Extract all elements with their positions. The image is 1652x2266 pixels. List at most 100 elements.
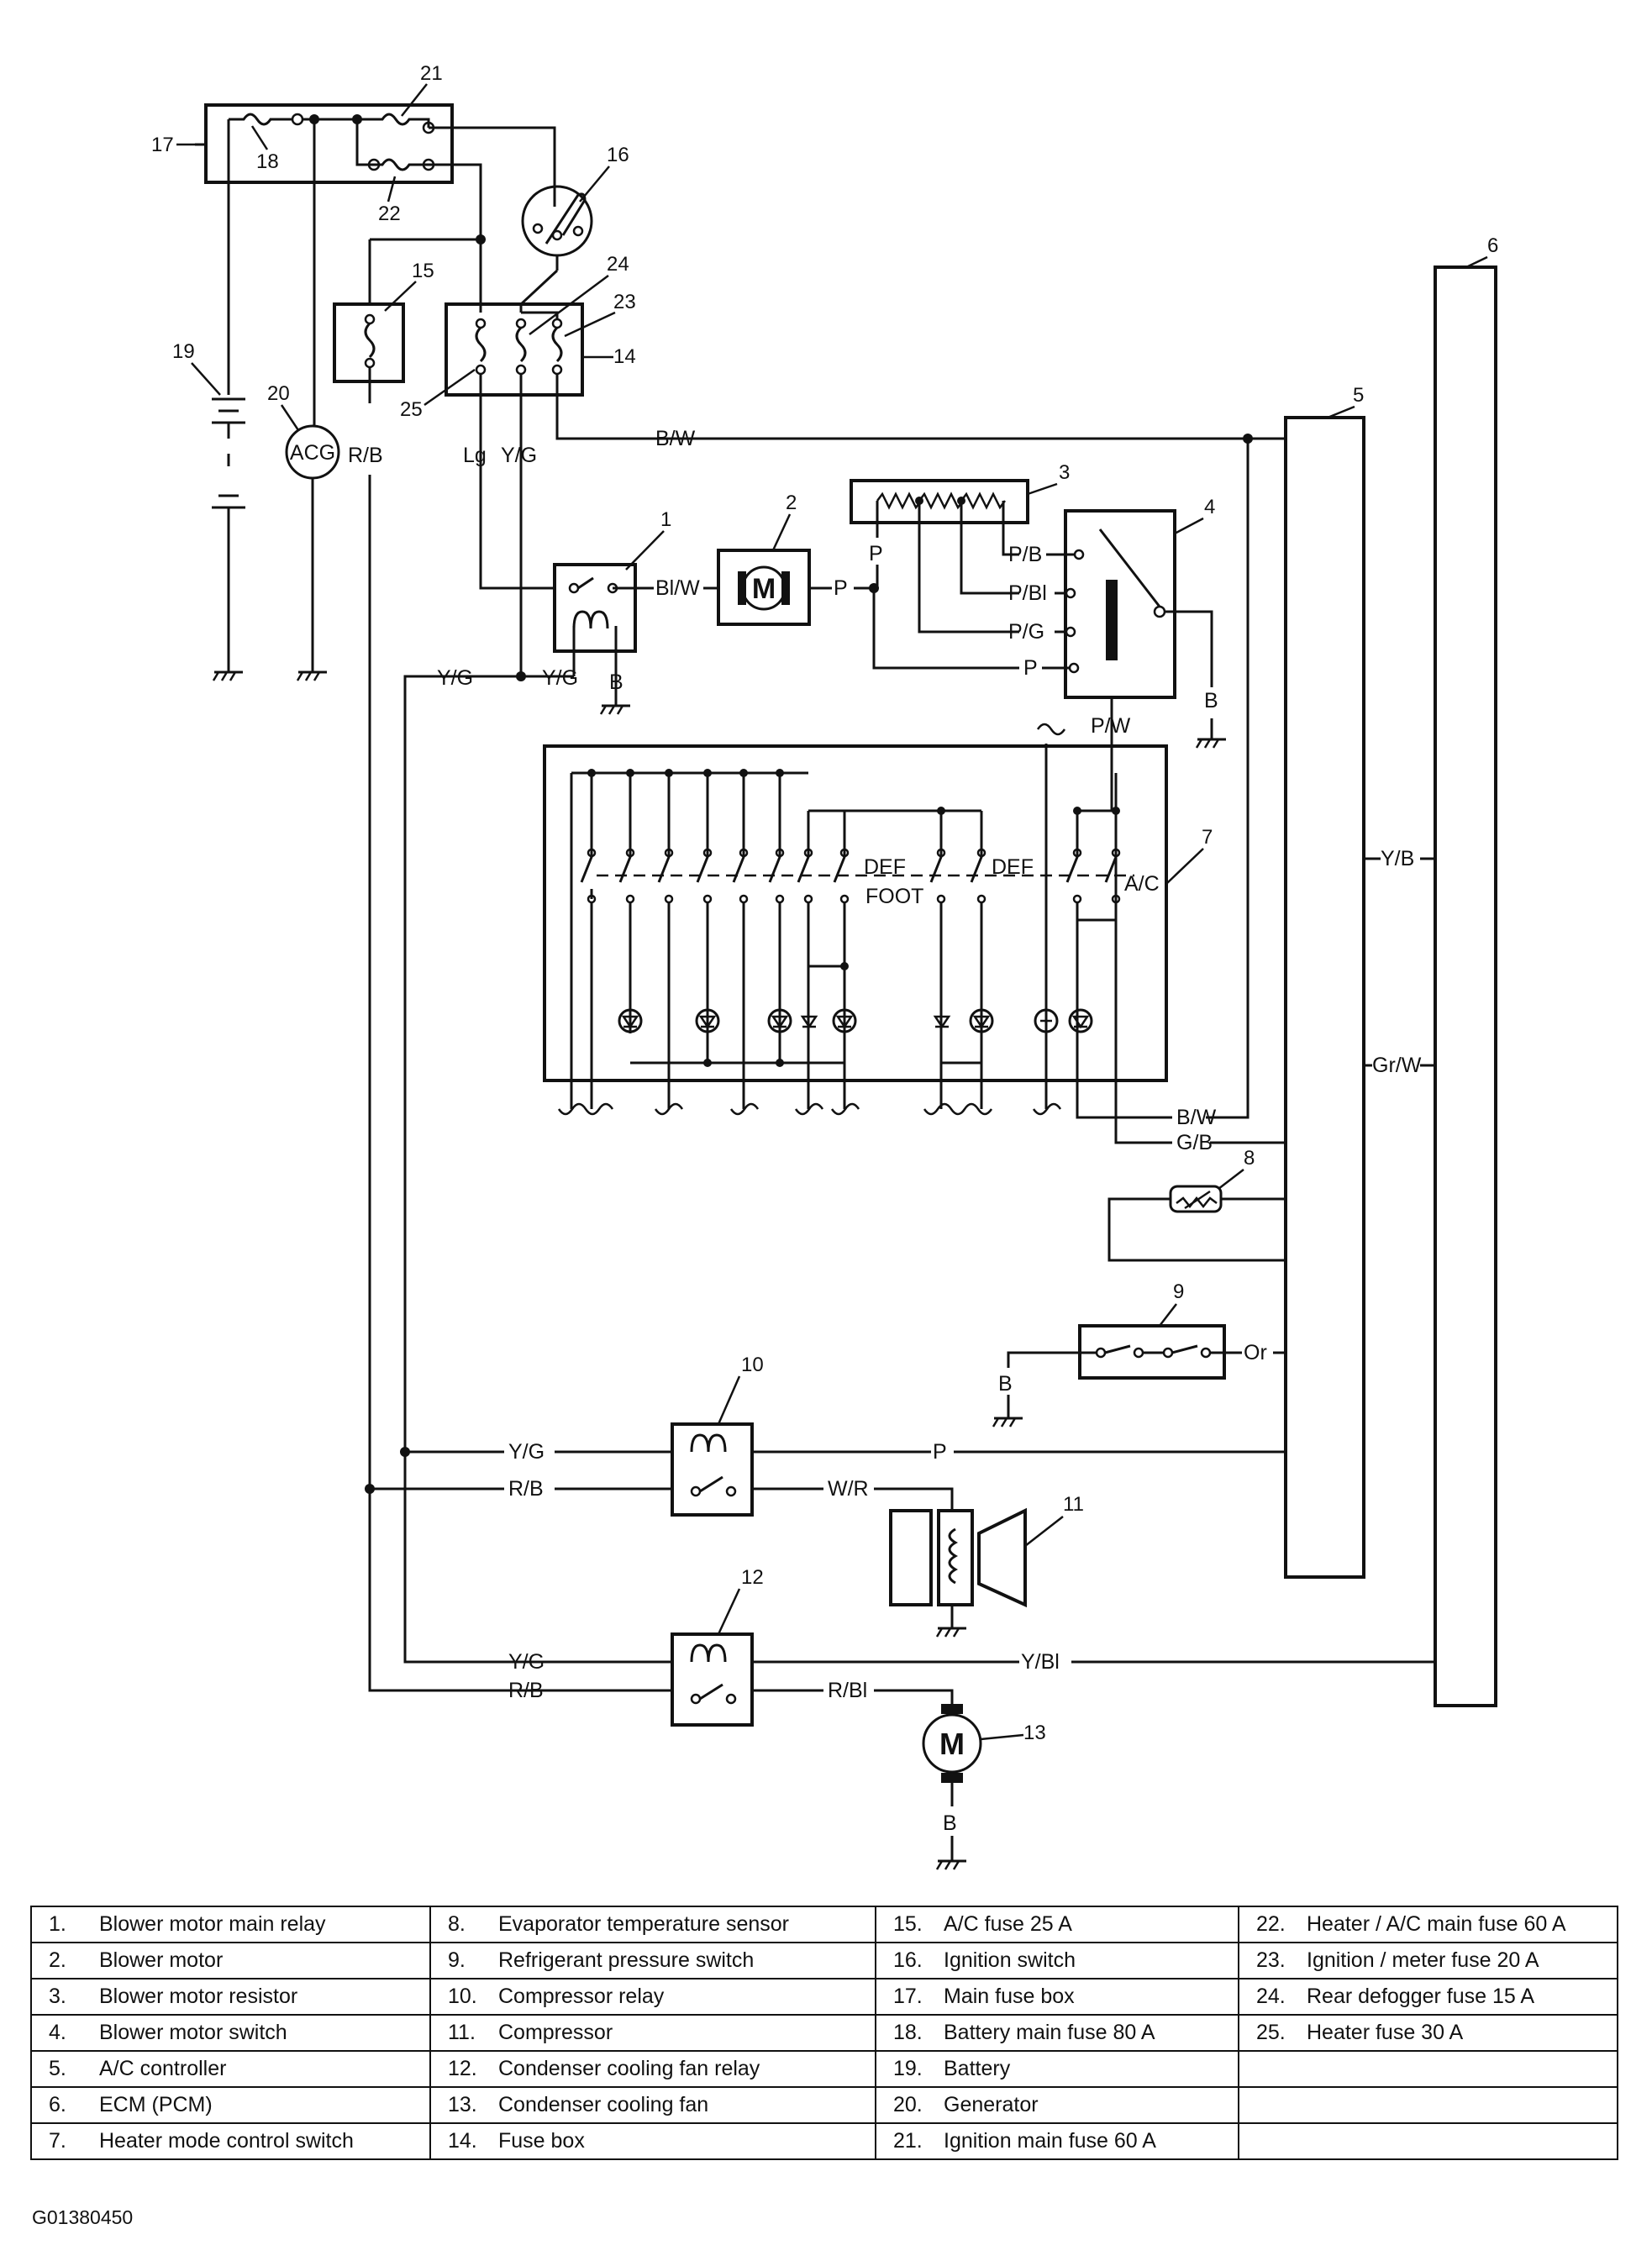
callout-6: 6 <box>1487 234 1498 257</box>
legend-text: Battery main fuse 80 A <box>944 2021 1155 2044</box>
callout-15: 15 <box>412 260 434 282</box>
wire-yg-relay1a: Y/G <box>437 666 473 690</box>
condenser-fan-relay <box>671 1632 754 1727</box>
legend-number: 3. <box>49 1985 66 2008</box>
ac-fuse-box <box>333 302 405 403</box>
compressor <box>889 1507 1027 1638</box>
blower-motor-resistor <box>850 479 1029 634</box>
legend-text: Generator <box>944 2093 1039 2116</box>
legend-number: 24. <box>1256 1985 1286 2008</box>
legend-text: Evaporator temperature sensor <box>498 1912 790 1936</box>
legend-number: 14. <box>448 2129 477 2153</box>
callout-20: 20 <box>267 382 290 405</box>
legend-number: 10. <box>448 1985 477 2008</box>
callout-10: 10 <box>741 1354 764 1376</box>
legend-text: Blower motor switch <box>99 2021 287 2044</box>
ecm-pcm <box>1434 266 1497 1707</box>
legend-cell: 16.Ignition switch <box>875 1942 1239 1979</box>
legend-number: 21. <box>893 2129 923 2153</box>
evaporator-temp-sensor <box>1107 1185 1286 1262</box>
legend-cell: 4.Blower motor switch <box>30 2014 431 2052</box>
legend-number: 9. <box>448 1948 466 1972</box>
wire-yg-r12: Y/G <box>508 1650 545 1674</box>
callout-4: 4 <box>1204 496 1215 518</box>
legend-cell: 23.Ignition / meter fuse 20 A <box>1238 1942 1618 1979</box>
battery <box>212 183 245 681</box>
legend-number: 6. <box>49 2093 66 2116</box>
legend-text: Battery <box>944 2057 1011 2080</box>
legend-number: 23. <box>1256 1948 1286 1972</box>
legend-cell: 2.Blower motor <box>30 1942 431 1979</box>
legend-number: 12. <box>448 2057 477 2080</box>
legend-cell: 13. Condenser cooling fan <box>429 2086 876 2124</box>
legend-text: Condenser cooling fan <box>498 2093 709 2116</box>
wire-p-r10: P <box>933 1440 947 1464</box>
wire-rbl: R/Bl <box>828 1679 867 1702</box>
ac-controller <box>1284 416 1365 1579</box>
legend-text: Heater fuse 30 A <box>1307 2021 1464 2044</box>
callout-24: 24 <box>607 253 629 276</box>
callout-2: 2 <box>786 492 797 514</box>
callout-21: 21 <box>420 62 443 85</box>
figure-id: G01380450 <box>32 2206 134 2228</box>
legend-cell: 12.Condenser cooling fan relay <box>429 2050 876 2088</box>
legend-cell: 15.A/C fuse 25 A <box>875 1906 1239 1943</box>
wire-b-relay1: B <box>609 670 623 694</box>
legend-number: 25. <box>1256 2021 1286 2044</box>
component-callouts: 17 18 21 22 16 15 24 23 14 25 19 20 1 2 … <box>151 62 1498 1744</box>
legend-cell: 25. Heater fuse 30 A <box>1238 2014 1618 2052</box>
ignition-switch <box>519 185 593 313</box>
wire-yg-r10: Y/G <box>508 1440 545 1464</box>
blower-motor-switch <box>1064 509 1213 797</box>
legend-cell: 22.Heater / A/C main fuse 60 A <box>1238 1906 1618 1943</box>
wire-gb: G/B <box>1176 1131 1213 1154</box>
wire-wr: W/R <box>828 1477 869 1501</box>
legend-text: Heater mode control switch <box>99 2129 354 2153</box>
wire-yg-left: Y/G <box>501 444 537 467</box>
wire-b-fan: B <box>943 1811 957 1835</box>
callout-19: 19 <box>172 340 195 363</box>
main-fuse-box <box>195 103 454 184</box>
legend-text: Main fuse box <box>944 1985 1075 2008</box>
wiring-diagram: ACG <box>151 62 1498 1870</box>
callout-16: 16 <box>607 144 629 166</box>
legend-text: Ignition switch <box>944 1948 1076 1972</box>
legend-cell <box>1238 2086 1618 2124</box>
generator-label: ACG <box>290 441 335 465</box>
legend-number: 17. <box>893 1985 923 2008</box>
wire-pbl: P/Bl <box>1008 581 1047 605</box>
label-def1: DEF <box>864 855 906 879</box>
legend-cell: 1.Blower motor main relay <box>30 1906 431 1943</box>
label-def2: DEF <box>992 855 1034 879</box>
wire-p-motor: P <box>834 576 848 600</box>
callout-12: 12 <box>741 1566 764 1589</box>
legend-text: Fuse box <box>498 2129 585 2153</box>
label-ac: A/C <box>1124 872 1160 896</box>
callout-13: 13 <box>1023 1722 1046 1744</box>
callout-14: 14 <box>613 345 636 368</box>
wire-rb-r10: R/B <box>508 1477 544 1501</box>
legend-number: 13. <box>448 2093 477 2116</box>
legend-cell: 9.Refrigerant pressure switch <box>429 1942 876 1979</box>
callout-1: 1 <box>660 508 671 531</box>
legend-number: 19. <box>893 2057 923 2080</box>
callout-23: 23 <box>613 291 636 313</box>
callout-11: 11 <box>1063 1493 1084 1516</box>
legend-text: ECM (PCM) <box>99 2093 213 2116</box>
wire-pw: P/W <box>1091 714 1131 738</box>
heater-mode-control-switch: DEF FOOT DEF A/C <box>543 744 1168 1082</box>
legend-text: Heater / A/C main fuse 60 A <box>1307 1912 1566 1936</box>
legend-number: 18. <box>893 2021 923 2044</box>
legend-cell: 14. Fuse box <box>429 2122 876 2160</box>
callout-22: 22 <box>378 202 401 225</box>
legend-number: 7. <box>49 2129 66 2153</box>
legend-cell: 10.Compressor relay <box>429 1978 876 2016</box>
wire-yb: Y/B <box>1381 847 1414 870</box>
callout-17: 17 <box>151 134 174 156</box>
motor-label: M <box>752 573 776 605</box>
wire-pg: P/G <box>1008 620 1044 644</box>
legend-cell: 19. Battery <box>875 2050 1239 2088</box>
